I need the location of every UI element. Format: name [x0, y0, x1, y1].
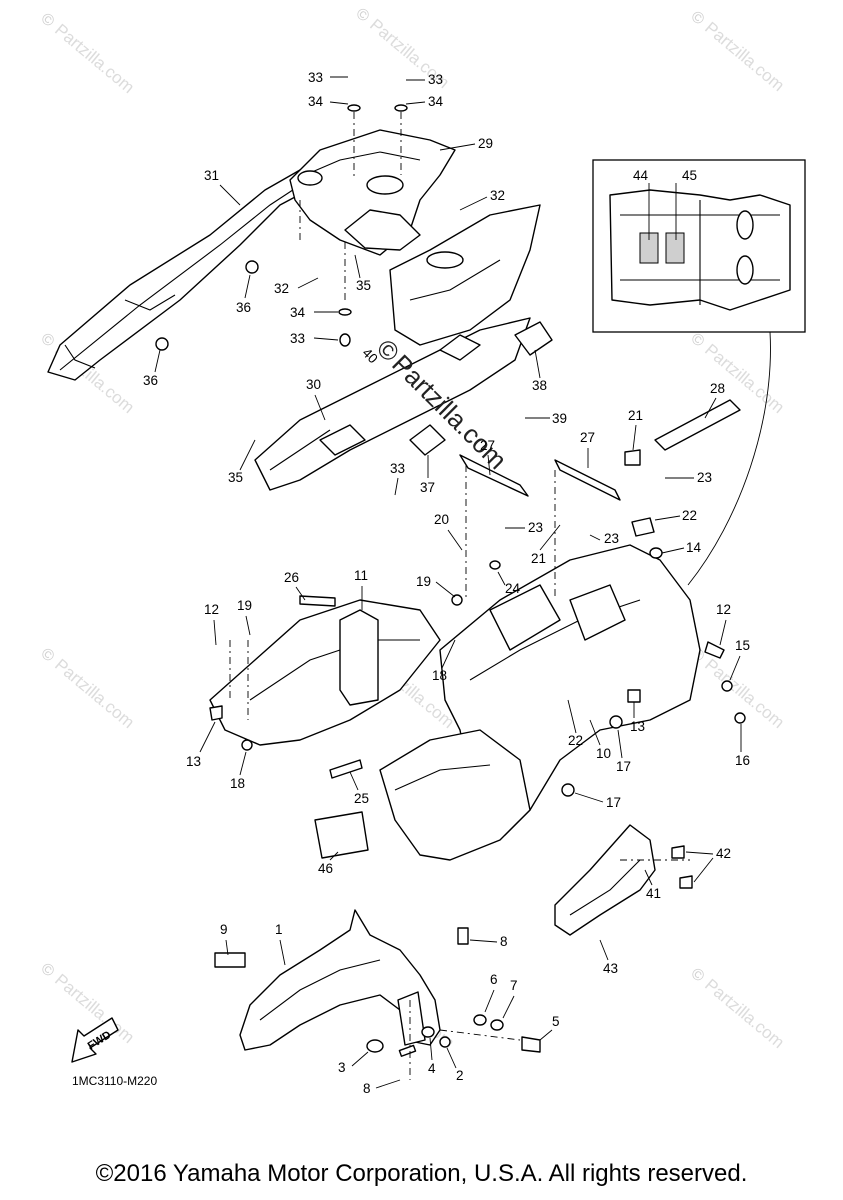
callout-41: 41	[646, 886, 661, 901]
callout-21: 21	[531, 551, 546, 566]
callout-44: 44	[633, 168, 649, 183]
callout-12: 12	[204, 602, 219, 617]
watermark-text: Partzilla.com	[701, 18, 788, 95]
callout-31: 31	[204, 168, 219, 183]
svg-text:©: ©	[37, 10, 57, 31]
callout-17: 17	[606, 795, 621, 810]
diagram-code: 1MC3110-M220	[72, 1074, 157, 1088]
callout-1: 1	[275, 922, 283, 937]
part-29-seat-frame	[289, 129, 456, 256]
callout-28: 28	[710, 381, 725, 396]
part-1-front-fender	[239, 909, 441, 1051]
svg-text:©: ©	[37, 645, 57, 666]
callout-16: 16	[735, 753, 750, 768]
callout-14: 14	[686, 540, 702, 555]
callout-23: 23	[528, 520, 543, 535]
callout-20: 20	[434, 512, 449, 527]
callout-37: 37	[420, 480, 435, 495]
callout-3: 3	[338, 1060, 346, 1075]
callout-42: 42	[716, 846, 731, 861]
copyright-notice: ©2016 Yamaha Motor Corporation, U.S.A. A…	[95, 1160, 748, 1187]
small-hardware	[155, 104, 746, 1057]
watermark-text: Partzilla.com	[701, 340, 788, 417]
part-46-plate	[314, 811, 369, 859]
callout-17: 17	[616, 759, 631, 774]
svg-text:©: ©	[687, 965, 707, 986]
watermark-text: Partzilla.com	[51, 20, 138, 97]
part-31-rear-rail	[47, 167, 321, 381]
callout-32: 32	[490, 188, 505, 203]
callout-7: 7	[510, 978, 518, 993]
callout-13: 13	[630, 719, 645, 734]
callout-8: 8	[500, 934, 508, 949]
callout-21: 21	[628, 408, 643, 423]
callout-33: 33	[290, 331, 305, 346]
callout-24: 24	[505, 581, 521, 596]
callout-34: 34	[308, 94, 324, 109]
part-37-gasket	[409, 424, 446, 456]
callout-29: 29	[478, 136, 493, 151]
callout-34: 34	[290, 305, 306, 320]
callout-6: 6	[490, 972, 498, 987]
callout-35: 35	[356, 278, 371, 293]
assembly-lines	[229, 112, 690, 1080]
callout-33: 33	[390, 461, 405, 476]
callout-13: 13	[186, 754, 201, 769]
callout-4: 4	[428, 1061, 436, 1076]
callout-32: 32	[274, 281, 289, 296]
callout-27: 27	[480, 438, 495, 453]
callout-23: 23	[697, 470, 712, 485]
inset-detail: 44 45	[592, 159, 806, 586]
callout-19: 19	[237, 598, 252, 613]
callout-23: 23	[604, 531, 619, 546]
callout-33: 33	[308, 70, 323, 85]
callout-30: 30	[306, 377, 321, 392]
callout-25: 25	[354, 791, 369, 806]
callout-22: 22	[568, 733, 583, 748]
callout-5: 5	[552, 1014, 560, 1029]
callout-8: 8	[363, 1081, 371, 1096]
callout-18: 18	[432, 668, 447, 683]
callout-18: 18	[230, 776, 245, 791]
callout-34: 34	[428, 94, 444, 109]
part-40-side-cowl	[389, 204, 541, 346]
watermark-text: Partzilla.com	[51, 655, 138, 732]
callout-22: 22	[682, 508, 697, 523]
callout-11: 11	[354, 568, 368, 583]
callout-12: 12	[716, 602, 731, 617]
svg-text:©: ©	[687, 330, 707, 351]
callout-39: 39	[552, 411, 567, 426]
part-30-lower-cowl	[254, 317, 531, 491]
callout-38: 38	[532, 378, 547, 393]
callout-35: 35	[228, 470, 243, 485]
svg-text:©: ©	[37, 960, 57, 981]
callout-15: 15	[735, 638, 750, 653]
part-38-gasket	[514, 321, 553, 356]
callout-36: 36	[236, 300, 251, 315]
svg-text:©: ©	[37, 330, 57, 351]
part-41-tail-cover	[554, 824, 656, 936]
callout-45: 45	[682, 168, 697, 183]
callout-9: 9	[220, 922, 228, 937]
callout-46: 46	[318, 861, 333, 876]
callout-19: 19	[416, 574, 431, 589]
svg-text:©: ©	[352, 5, 372, 26]
watermark-text: Partzilla.com	[701, 975, 788, 1052]
callout-33: 33	[428, 72, 443, 87]
callout-26: 26	[284, 570, 299, 585]
callout-10: 10	[596, 746, 611, 761]
callout-36: 36	[143, 373, 158, 388]
svg-text:©: ©	[687, 8, 707, 29]
part-11-tray	[209, 599, 441, 746]
callout-2: 2	[456, 1068, 464, 1083]
callouts: 33 33 34 34 29 31 32 32 36 35 34 33 36 4…	[143, 70, 750, 1096]
callout-27: 27	[580, 430, 595, 445]
callout-43: 43	[603, 961, 618, 976]
part-inner-fender	[379, 729, 531, 861]
fwd-arrow: FWD	[71, 1017, 119, 1063]
